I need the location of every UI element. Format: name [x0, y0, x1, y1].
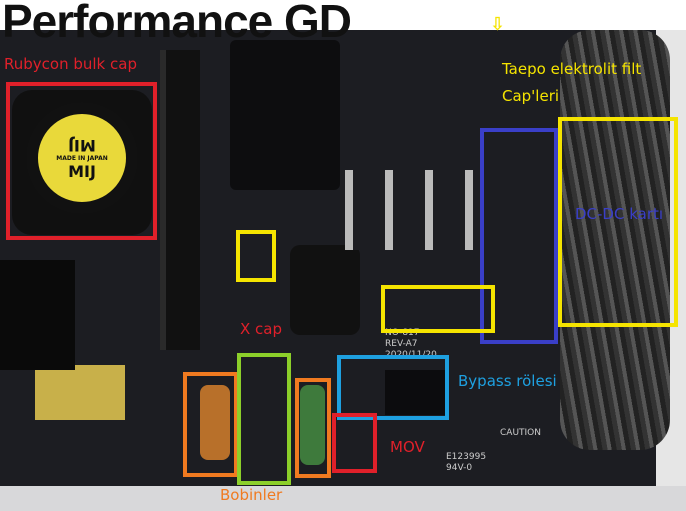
caution-text: CAUTION: [500, 428, 541, 438]
arrow-down-icon: ⇩: [490, 14, 506, 35]
input-connector: [35, 365, 125, 420]
coil-copper: [200, 385, 230, 460]
coil-box-2: [237, 353, 291, 485]
cert-text: E123995 94V-0: [446, 452, 486, 474]
relay: [385, 370, 445, 415]
label-bypass: Bypass rölesi: [458, 372, 557, 390]
transformer: [230, 40, 340, 190]
label-mov: MOV: [390, 438, 425, 456]
coil-box-3: [295, 378, 331, 478]
label-coils: Bobinler: [220, 486, 283, 504]
heatsink-fins: [345, 170, 475, 250]
label-filter-caps-1: Taepo elektrolit filt: [502, 60, 642, 78]
heatsink: [160, 50, 200, 350]
psu-photo: MIJ MADE IN JAPAN MIJ NO-817 REV-A7 2020…: [0, 30, 686, 511]
coil-green: [300, 385, 325, 465]
board-id: NO-817: [385, 328, 420, 338]
page-title: Performance GD: [2, 0, 352, 47]
inductor: [290, 245, 360, 335]
bulk-cap-box: [6, 82, 157, 240]
label-dcdc: DC-DC kartı: [575, 205, 664, 223]
bypass-box: [337, 355, 449, 420]
label-bulk-cap: Rubycon bulk cap: [4, 55, 137, 73]
bulk-capacitor: MIJ MADE IN JAPAN MIJ: [12, 90, 152, 235]
coil-box-1: [183, 372, 238, 477]
small-caps-box: [381, 285, 495, 333]
label-filter-caps-2: Cap'leri: [502, 87, 560, 105]
mov-box: [332, 413, 377, 473]
label-x-cap: X cap: [240, 320, 283, 338]
rating: 94V-0: [446, 463, 473, 473]
wire-bundle: [560, 30, 670, 450]
cap-brand-2: MIJ: [68, 161, 96, 181]
black-block: [0, 260, 75, 370]
background-bottom: [0, 486, 686, 511]
capacitor-label: MIJ MADE IN JAPAN MIJ: [26, 102, 138, 214]
cap-made: MADE IN JAPAN: [56, 154, 108, 162]
x-cap-box: [236, 230, 276, 282]
dcdc-box: [480, 128, 558, 344]
cert: E123995: [446, 452, 487, 462]
board-rev: REV-A7: [385, 339, 418, 349]
filter-caps-box: [558, 117, 678, 327]
